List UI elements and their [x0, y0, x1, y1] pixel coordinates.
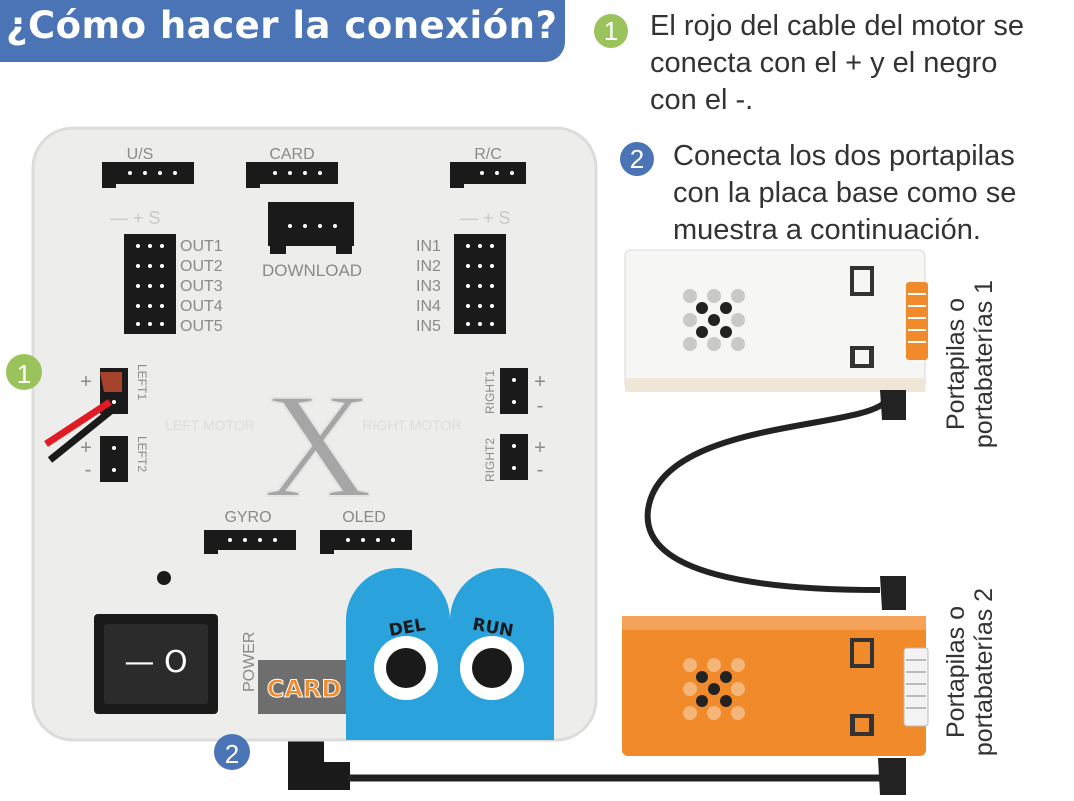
battery-label-1: Portapilas o portabaterías 1 — [942, 264, 998, 464]
label-right-motor: RIGHT MOTOR — [362, 417, 461, 433]
title-banner: ¿Cómo hacer la conexión? — [0, 0, 565, 62]
battery-label-2-line1: Portapilas o — [942, 605, 970, 739]
label-pins-left: — + S — [110, 208, 161, 228]
label-in4: IN4 — [416, 298, 441, 315]
label-card-port: CARD — [269, 146, 314, 163]
minus-left2: - — [85, 459, 92, 481]
marker-2-text: 2 — [225, 739, 239, 769]
step-1-badge: 1 — [594, 14, 628, 48]
step-2-badge: 2 — [620, 142, 654, 176]
step-1-text: El rojo del cable del motor se conecta c… — [650, 8, 1024, 119]
battery-label-1-line1: Portapilas o — [942, 297, 970, 431]
card-label: CARD — [267, 675, 342, 703]
battery-label-1-line2: portabaterías 1 — [970, 279, 998, 449]
label-out5: OUT5 — [180, 318, 223, 335]
label-right2: RIGHT2 — [483, 438, 497, 482]
label-download: DOWNLOAD — [262, 261, 362, 280]
label-out2: OUT2 — [180, 258, 223, 275]
label-left-motor: LEFT MOTOR — [165, 417, 255, 433]
label-in5: IN5 — [416, 318, 441, 335]
battery-box-2 — [622, 616, 929, 756]
label-gyro: GYRO — [224, 509, 271, 526]
minus-right2: - — [537, 459, 544, 481]
label-power: POWER — [241, 632, 258, 692]
step-2-line-1: Conecta los dos portapilas — [673, 140, 1015, 172]
marker-1-text: 1 — [17, 359, 31, 389]
label-out3: OUT3 — [180, 278, 223, 295]
label-out1: OUT1 — [180, 238, 223, 255]
step-1-line-1: El rojo del cable del motor se — [650, 10, 1024, 42]
battery-box-1 — [624, 249, 928, 392]
minus-right1: - — [537, 395, 544, 417]
label-oled: OLED — [342, 509, 386, 526]
label-out4: OUT4 — [180, 298, 223, 315]
marker-2: 2 — [214, 734, 250, 770]
battery-label-2: Portapilas o portabaterías 2 — [942, 572, 998, 772]
board-labels: U/S CARD R/C DOWNLOAD — + S — + S OUT1 O… — [80, 146, 546, 704]
marker-1: 1 — [6, 354, 42, 390]
label-right1: RIGHT1 — [483, 370, 497, 414]
page-title: ¿Cómo hacer la conexión? — [6, 4, 558, 47]
plus-left1: + — [80, 371, 92, 393]
label-left1: LEFT1 — [135, 364, 149, 400]
logo-x: X — [264, 363, 372, 529]
plus-right2: + — [534, 437, 546, 459]
label-in2: IN2 — [416, 258, 441, 275]
label-in3: IN3 — [416, 278, 441, 295]
battery-cable — [644, 390, 906, 610]
plus-right1: + — [534, 371, 546, 393]
label-pins-right: — + S — [460, 208, 511, 228]
step-2-line-3: muestra a continuación. — [673, 214, 981, 246]
label-rc: R/C — [474, 146, 502, 163]
main-board — [31, 126, 598, 742]
power-switch-label: — O — [124, 645, 187, 680]
step-2-line-2: con la placa base como se — [673, 177, 1017, 209]
label-in1: IN1 — [416, 238, 441, 255]
plus-left2: + — [80, 437, 92, 459]
battery-label-2-line2: portabaterías 2 — [970, 587, 998, 757]
label-us: U/S — [127, 146, 154, 163]
step-1-line-2: conecta con el + y el negro — [650, 47, 998, 79]
step-2-text: Conecta los dos portapilas con la placa … — [673, 138, 1016, 249]
board-cable — [288, 708, 906, 795]
label-left2: LEFT2 — [135, 436, 149, 472]
step-1-line-3: con el -. — [650, 84, 754, 116]
